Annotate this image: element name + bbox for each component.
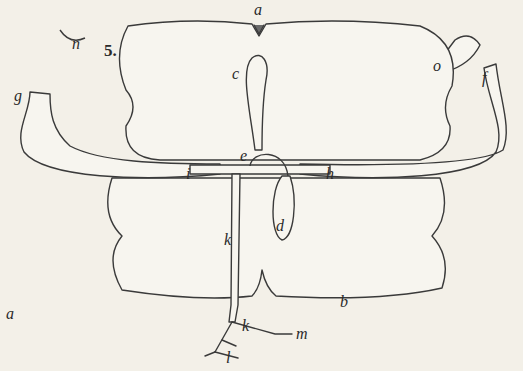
part-letter: i bbox=[186, 166, 190, 182]
part-letter: a bbox=[6, 306, 14, 322]
vesicle-d bbox=[273, 176, 294, 240]
branch-line bbox=[205, 352, 215, 356]
branch-line bbox=[215, 322, 232, 352]
branch-line bbox=[222, 340, 236, 346]
figure-number: 5. bbox=[104, 42, 117, 59]
part-letter: f bbox=[482, 70, 486, 86]
vesicle-c bbox=[246, 55, 267, 150]
branch-line bbox=[232, 322, 292, 334]
part-letter: h bbox=[326, 166, 334, 182]
part-letter: d bbox=[276, 218, 284, 234]
part-letter: o bbox=[433, 58, 441, 74]
upper-lobe bbox=[119, 21, 453, 160]
part-letter: b bbox=[340, 294, 348, 310]
notch bbox=[254, 25, 264, 34]
part-letter: m bbox=[296, 326, 308, 342]
part-letter: g bbox=[14, 88, 22, 104]
part-letter: n bbox=[72, 36, 80, 52]
part-letter: k bbox=[224, 232, 231, 248]
part-letter: k bbox=[242, 318, 249, 334]
duct-loop bbox=[250, 154, 288, 176]
part-letter: a bbox=[254, 2, 262, 18]
part-letter: c bbox=[232, 66, 239, 82]
central-duct bbox=[229, 174, 240, 322]
part-letter: l bbox=[226, 350, 230, 366]
transverse-tube bbox=[190, 165, 330, 174]
right-horn bbox=[300, 64, 506, 178]
part-letter: e bbox=[240, 148, 247, 164]
